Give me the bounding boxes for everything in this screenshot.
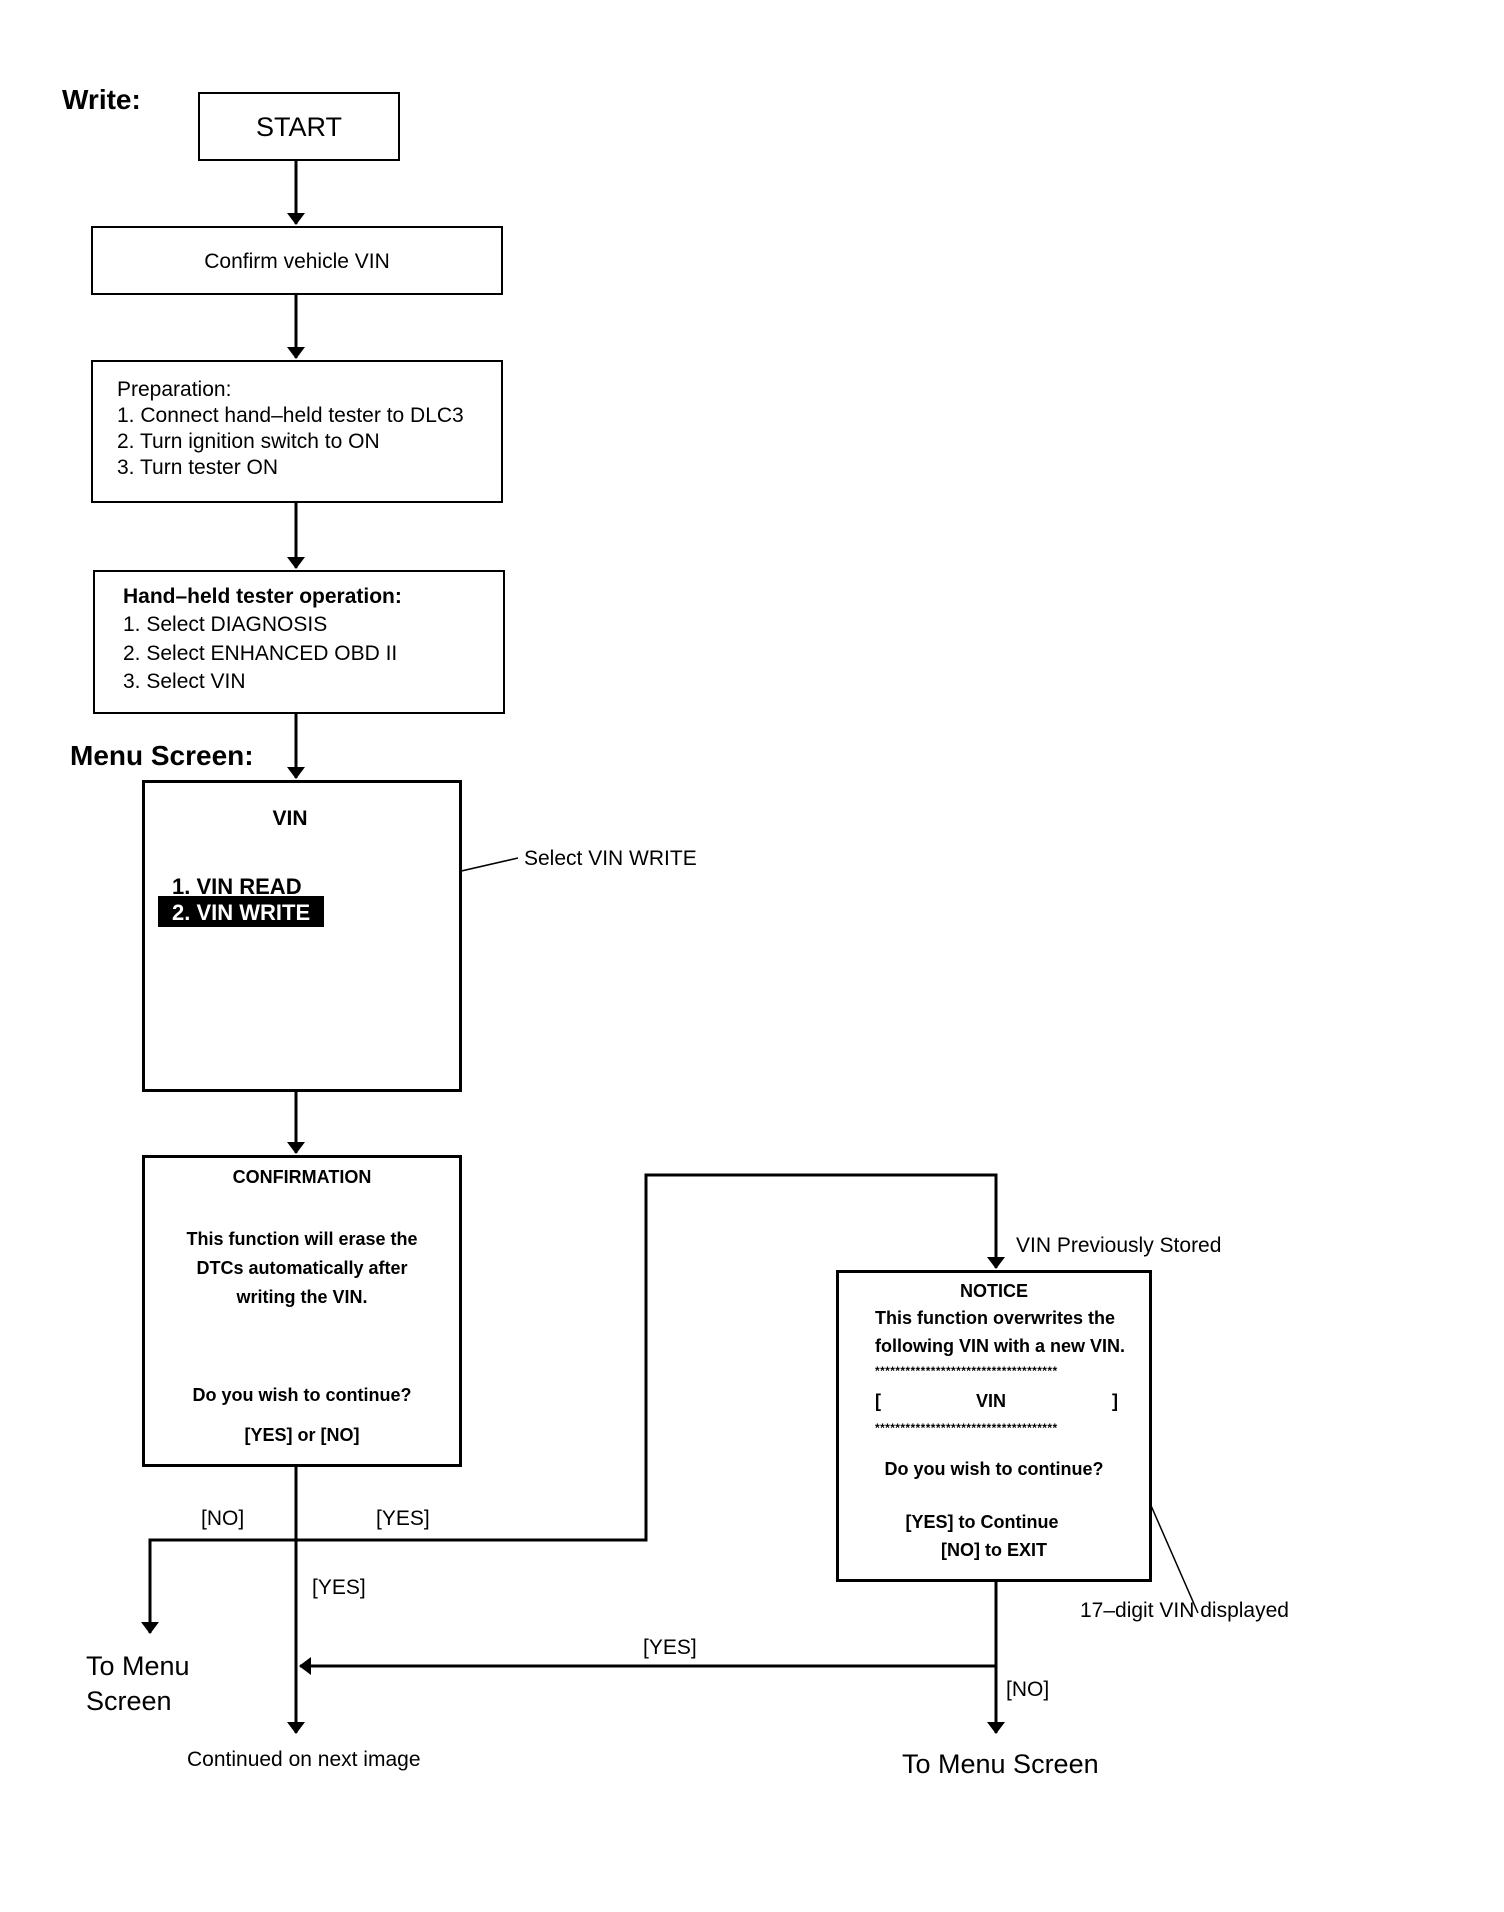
menu-item-vin-write-highlight [158, 896, 324, 927]
edge-label-yes: [YES] [643, 1636, 697, 1659]
notice-bracket-open: [ [875, 1391, 881, 1411]
confirmation-line: DTCs automatically after [196, 1258, 408, 1278]
notice-question: Do you wish to continue? [884, 1459, 1104, 1479]
tester-operation-step: 1. Select DIAGNOSIS [123, 613, 328, 636]
write-heading: Write: [62, 84, 141, 115]
notice-line: following VIN with a new VIN. [875, 1336, 1126, 1356]
tester-operation-step: 3. Select VIN [123, 670, 246, 693]
notice-stars-top: ************************************ [875, 1364, 1058, 1378]
confirmation-screen-node [142, 1155, 462, 1467]
preparation-step: 1. Connect hand–held tester to DLC3 [117, 404, 464, 427]
menu-item-vin-read: 1. VIN READ [172, 874, 302, 899]
start-node [198, 92, 400, 161]
confirmation-question: Do you wish to continue? [192, 1385, 412, 1405]
vin-previously-stored-label: VIN Previously Stored [1016, 1234, 1222, 1257]
confirm-vin-node [91, 226, 503, 295]
callout-select-vin-write: Select VIN WRITE [524, 847, 697, 870]
tester-operation-title: Hand–held tester operation: [123, 585, 402, 608]
notice-bracket-close: ] [1112, 1391, 1118, 1411]
notice-option-no: [NO] to EXIT [941, 1540, 1047, 1560]
preparation-step: 2. Turn ignition switch to ON [117, 430, 380, 453]
confirmation-title: CONFIRMATION [232, 1167, 372, 1187]
edge-label-yes: [YES] [312, 1576, 366, 1599]
terminal-continued-next-image: Continued on next image [187, 1748, 421, 1771]
notice-title: NOTICE [959, 1281, 1028, 1301]
terminal-to-menu-screen-right: To Menu Screen [902, 1749, 1099, 1779]
preparation-step: 3. Turn tester ON [117, 456, 279, 479]
terminal-to-menu-screen-left: To Menu [86, 1651, 190, 1681]
tester-operation-node [93, 570, 505, 714]
preparation-node [91, 360, 503, 503]
start-label: START [255, 112, 342, 142]
notice-line: This function overwrites the [875, 1308, 1116, 1328]
edge-label-no: [NO] [201, 1507, 245, 1530]
terminal-to-menu-screen-left: Screen [86, 1686, 172, 1716]
callout-17-digit-vin: 17–digit VIN displayed [1080, 1599, 1289, 1622]
notice-screen-node [836, 1270, 1152, 1582]
edge-label-no: [NO] [1006, 1678, 1050, 1701]
confirm-vin-label: Confirm vehicle VIN [204, 250, 390, 273]
confirmation-options: [YES] or [NO] [244, 1425, 360, 1445]
menu-screen-heading: Menu Screen: [70, 740, 254, 771]
notice-option-yes: [YES] to Continue [905, 1512, 1059, 1532]
menu-title: VIN [272, 807, 308, 830]
menu-item-vin-write: 2. VIN WRITE [172, 900, 311, 925]
arrow-no-to-menu [141, 1538, 296, 1634]
preparation-title: Preparation: [117, 378, 232, 401]
confirmation-line: writing the VIN. [236, 1287, 368, 1307]
tester-operation-step: 2. Select ENHANCED OBD II [123, 642, 398, 665]
notice-stars-bottom: ************************************ [875, 1421, 1058, 1435]
confirmation-line: This function will erase the [186, 1229, 418, 1249]
arrow-yes-to-notice [296, 1173, 1005, 1542]
menu-screen-node [142, 780, 462, 1092]
notice-vin: VIN [976, 1391, 1007, 1411]
edge-label-yes: [YES] [376, 1507, 430, 1530]
